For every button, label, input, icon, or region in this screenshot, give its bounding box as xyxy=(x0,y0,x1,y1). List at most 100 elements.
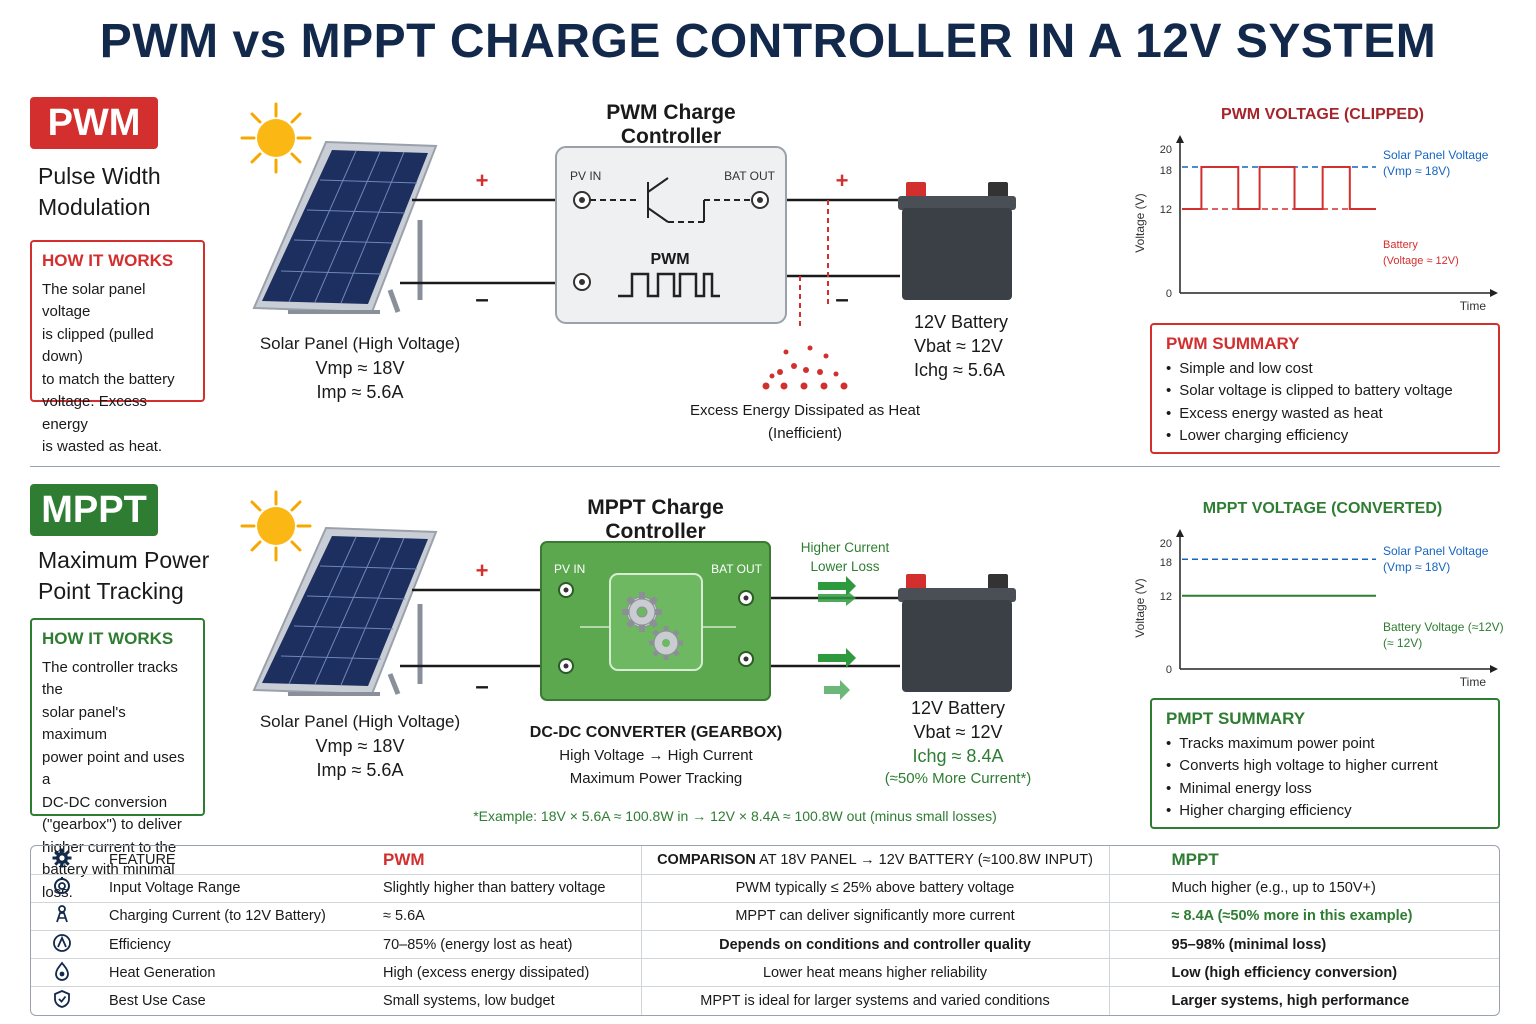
efficiency-icon xyxy=(52,933,72,957)
table-cell-feature: Charging Current (to 12V Battery) xyxy=(93,902,373,931)
list-item: Tracks maximum power point xyxy=(1166,733,1484,756)
text-line: ("gearbox") to deliver xyxy=(42,816,182,833)
y-tick-label: 18 xyxy=(1160,557,1172,569)
table-header-mppt: MPPT xyxy=(1109,846,1499,875)
pwm-pulse-wave xyxy=(618,272,720,298)
table-icon-cell xyxy=(31,958,93,988)
text-line: The controller tracks the xyxy=(42,658,178,699)
pwm-pv-in-label: PV IN xyxy=(570,169,601,183)
text-line: The solar panel voltage xyxy=(42,280,146,321)
input-icon xyxy=(52,877,72,900)
y-axis-label: Voltage (V) xyxy=(1133,193,1147,252)
pwm-pv-minus: – xyxy=(475,286,488,313)
table-cell-feature: Input Voltage Range xyxy=(93,874,373,903)
x-axis-label: Time xyxy=(1460,299,1487,313)
y-axis-arrow xyxy=(1176,135,1184,143)
series-note: (≈ 12V) xyxy=(1383,636,1422,650)
page-title: PWM vs MPPT CHARGE CONTROLLER IN A 12V S… xyxy=(99,15,1437,68)
comparison-table: FEATURE PWM COMPARISON AT 18V PANEL → 12… xyxy=(30,845,1500,1016)
pwm-battery-info: 12V Battery Vbat ≈ 12V Ichg ≈ 5.6A xyxy=(914,312,1009,380)
table-icon-cell xyxy=(31,902,93,931)
pwm-bat-out-label: BAT OUT xyxy=(724,169,776,183)
list-item: Converts high voltage to higher current xyxy=(1166,755,1484,778)
solar-panel-icon xyxy=(252,526,438,696)
series-label: Battery xyxy=(1383,239,1418,251)
y-tick-label: 0 xyxy=(1166,288,1172,300)
table-cell-mppt: Much higher (e.g., up to 150V+) xyxy=(1109,874,1499,903)
table-cell-pwm: Slightly higher than battery voltage xyxy=(373,874,642,903)
table-cell-mppt: ≈ 8.4A (≈50% more in this example) xyxy=(1109,902,1499,931)
pwm-bat-plus: + xyxy=(836,168,849,193)
current-icon xyxy=(52,905,72,928)
text-line: solar panel's maximum xyxy=(42,703,126,744)
x-axis-arrow xyxy=(1490,665,1498,673)
list-item: Higher charging efficiency xyxy=(1166,800,1484,823)
heat-icon xyxy=(52,961,72,985)
table-cell-pwm: High (excess energy dissipated) xyxy=(373,958,642,988)
table-icon-cell xyxy=(31,930,93,960)
mppt-pv-minus: – xyxy=(475,673,488,700)
list-item: Simple and low cost xyxy=(1166,358,1484,381)
y-tick-label: 18 xyxy=(1160,165,1172,177)
table-header-comparison: COMPARISON AT 18V PANEL → 12V BATTERY (≈… xyxy=(641,846,1110,875)
table-icon-cell xyxy=(31,846,93,875)
sun-icon xyxy=(240,490,312,562)
table-cell-comparison: Lower heat means higher reliability xyxy=(641,958,1110,988)
x-axis-label: Time xyxy=(1460,675,1487,689)
table-icon-cell xyxy=(31,874,93,903)
y-axis-label: Voltage (V) xyxy=(1133,578,1147,637)
mppt-pv-plus: + xyxy=(476,558,489,583)
table-cell-comparison: PWM typically ≤ 25% above battery voltag… xyxy=(641,874,1110,903)
table-cell-comparison: MPPT can deliver significantly more curr… xyxy=(641,902,1110,931)
pwm-label: PWM xyxy=(650,251,689,268)
mppt-how-title: HOW IT WORKS xyxy=(42,629,174,648)
text-line: to match the battery xyxy=(42,370,175,388)
mppt-chart-title: MPPT VOLTAGE (CONVERTED) xyxy=(1202,500,1443,517)
table-cell-comparison: MPPT is ideal for larger systems and var… xyxy=(641,986,1110,1015)
mppt-panel-info: Solar Panel (High Voltage) Vmp ≈ 18V Imp… xyxy=(259,712,461,780)
text-line: voltage. Excess energy xyxy=(42,393,148,433)
mppt-battery-info: 12V Battery Vbat ≈ 12V Ichg ≈ 8.4A (≈50%… xyxy=(884,698,1032,787)
table-cell-comparison: Depends on conditions and controller qua… xyxy=(641,930,1110,960)
battery-icon xyxy=(898,182,1016,300)
gear-icon xyxy=(52,848,72,872)
mppt-converter-info: DC-DC CONVERTER (GEARBOX) High Voltage →… xyxy=(529,724,783,787)
table-header-row: FEATURE PWM COMPARISON AT 18V PANEL → 12… xyxy=(31,846,1499,875)
gear-icon xyxy=(649,626,683,660)
mppt-controller-box: PV IN BAT OUT xyxy=(540,541,771,701)
pwm-pv-plus: + xyxy=(476,168,489,193)
y-tick-label: 12 xyxy=(1160,591,1172,603)
list-item: Lower charging efficiency xyxy=(1166,425,1484,448)
table-cell-feature: Efficiency xyxy=(93,930,373,960)
pwm-chart-title: PWM VOLTAGE (CLIPPED) xyxy=(1221,106,1424,123)
pwm-diagram: + – + – PV IN BAT OUT PWM xyxy=(240,102,1016,390)
section-divider xyxy=(30,466,1500,467)
x-axis-arrow xyxy=(1490,289,1498,297)
series-note: (Vmp ≈ 18V) xyxy=(1383,560,1450,574)
table-cell-mppt: Larger systems, high performance xyxy=(1171,993,1410,1010)
table-cell-feature: Best Use Case xyxy=(109,993,206,1010)
list-item: Minimal energy loss xyxy=(1166,778,1484,801)
pwm-summary-title: PWM SUMMARY xyxy=(1166,334,1300,353)
series-note: (Voltage ≈ 12V) xyxy=(1383,255,1459,267)
series-line xyxy=(1182,166,1376,210)
pwm-controller-box: PV IN BAT OUT PWM xyxy=(555,146,787,324)
sun-icon xyxy=(240,102,312,174)
y-axis-arrow xyxy=(1176,529,1184,537)
mppt-bat-out-label: BAT OUT xyxy=(711,562,763,576)
pwm-controller-title: PWM Charge Controller xyxy=(606,101,736,148)
mppt-example-note: *Example: 18V × 5.6A ≈ 100.8W in → 12V ×… xyxy=(473,808,997,824)
battery-icon xyxy=(898,574,1016,692)
table-cell-pwm: ≈ 5.6A xyxy=(373,902,642,931)
y-tick-label: 20 xyxy=(1160,144,1172,156)
series-label: Solar Panel Voltage xyxy=(1383,544,1489,558)
pwm-summary-list: Simple and low costSolar voltage is clip… xyxy=(1166,358,1484,448)
pwm-badge: PWM xyxy=(30,97,158,149)
